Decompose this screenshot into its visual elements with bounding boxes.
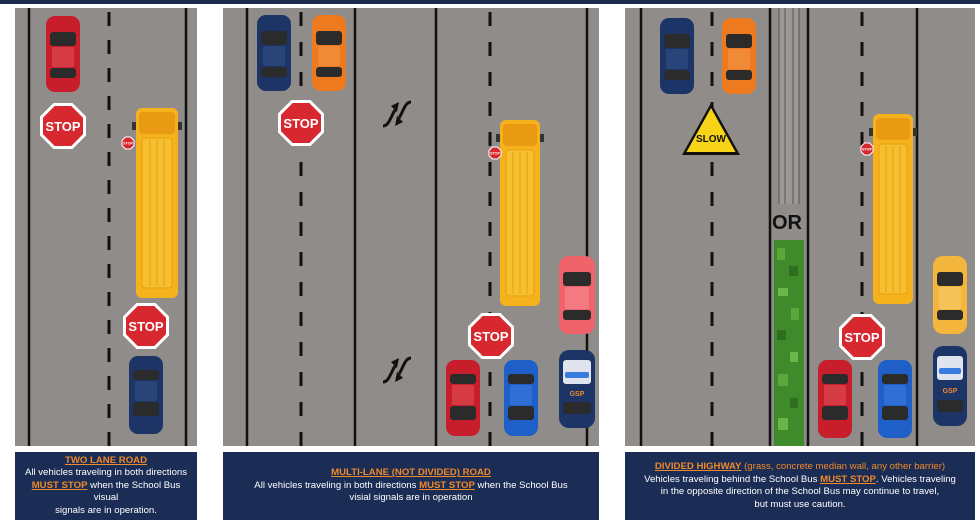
car-icon xyxy=(818,360,852,438)
lane-change-arrows-icon xyxy=(382,100,412,128)
car-icon xyxy=(257,15,291,91)
car-icon xyxy=(504,360,538,436)
caption-two-lane-road: TWO LANE ROAD All vehicles traveling in … xyxy=(15,452,197,520)
stop-sign-icon: STOP xyxy=(468,313,514,359)
panel-divided-highway: SLOW STOP STOP xyxy=(625,8,975,446)
caption-multi-lane-road: MULTI-LANE (NOT DIVIDED) ROAD All vehicl… xyxy=(223,452,599,520)
divided-highway-diagram: SLOW STOP STOP xyxy=(625,8,975,446)
stop-sign-label: STOP xyxy=(473,329,508,344)
caption-text: All vehicles traveling in both direction… xyxy=(24,467,188,479)
car-icon xyxy=(722,18,756,94)
must-stop-text: MUST STOP xyxy=(31,479,88,491)
car-icon xyxy=(933,256,967,334)
police-badge-label: GSP xyxy=(570,391,585,398)
car-icon xyxy=(660,18,694,94)
panel-multi-lane-road: STOP STOP xyxy=(223,8,599,446)
caption-title: DIVIDED HIGHWAY xyxy=(654,461,742,472)
two-lane-road-diagram: STOP STOP STOP xyxy=(15,8,197,446)
car-icon xyxy=(446,360,480,436)
caption-text: in the opposite direction of the School … xyxy=(660,486,940,497)
median-wall xyxy=(778,8,800,204)
caption-divided-highway: DIVIDED HIGHWAY (grass, concrete median … xyxy=(625,452,975,520)
stop-sign-label: STOP xyxy=(844,330,879,345)
multi-lane-road-diagram: STOP STOP xyxy=(223,8,599,446)
svg-text:STOP: STOP xyxy=(490,152,500,156)
caption-title: MULTI-LANE (NOT DIVIDED) ROAD xyxy=(331,467,491,479)
car-icon xyxy=(312,15,346,91)
stop-sign-icon: STOP xyxy=(839,314,885,360)
stop-sign-label: STOP xyxy=(283,116,318,131)
top-border xyxy=(0,0,980,4)
slow-sign-icon: SLOW xyxy=(682,103,740,155)
car-icon xyxy=(878,360,912,438)
svg-text:STOP: STOP xyxy=(862,148,872,152)
stop-sign-icon: STOP xyxy=(123,303,169,349)
caption-text: signals are in operation. xyxy=(55,504,157,516)
must-stop-text: MUST STOP xyxy=(419,479,475,491)
police-car-icon: GSP xyxy=(559,350,595,428)
school-bus-icon xyxy=(869,114,917,304)
bus-stop-arm-icon: STOP xyxy=(121,136,135,150)
car-icon xyxy=(129,356,163,434)
police-badge-label: GSP xyxy=(943,388,958,395)
car-icon xyxy=(46,16,80,92)
median-grass xyxy=(774,240,804,446)
car-icon xyxy=(559,256,595,334)
svg-text:STOP: STOP xyxy=(123,142,133,146)
stop-sign-label: STOP xyxy=(128,319,163,334)
or-label: OR xyxy=(772,212,802,234)
stop-sign-icon: STOP xyxy=(40,103,86,149)
school-bus-icon xyxy=(496,120,544,306)
bus-stop-arm-icon: STOP xyxy=(860,142,874,156)
caption-title: TWO LANE ROAD xyxy=(64,454,148,466)
stop-sign-label: STOP xyxy=(45,119,80,134)
school-bus-icon xyxy=(132,108,182,298)
stop-sign-icon: STOP xyxy=(278,100,324,146)
caption-text: visial signals are in operation xyxy=(349,492,473,504)
bus-stop-arm-icon: STOP xyxy=(488,146,502,160)
must-stop-text: MUST STOP xyxy=(820,473,876,485)
lane-change-arrows-icon xyxy=(382,356,412,384)
police-car-icon: GSP xyxy=(933,346,967,426)
slow-sign-label: SLOW xyxy=(696,134,727,145)
caption-text: but must use caution. xyxy=(754,498,846,510)
panel-two-lane-road: STOP STOP STOP xyxy=(15,8,197,446)
